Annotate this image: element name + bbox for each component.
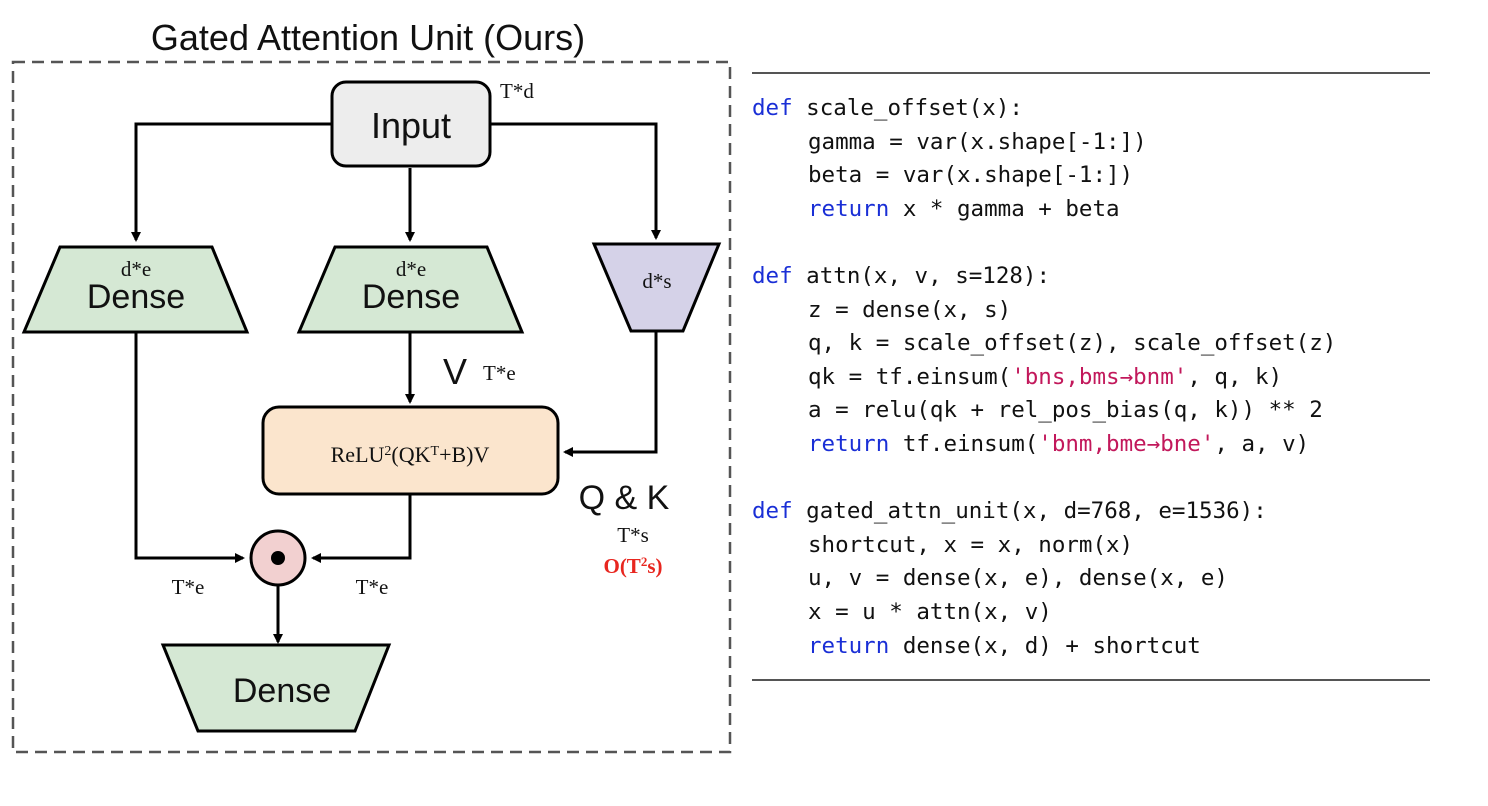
- dense-left-shape: [21, 245, 250, 334]
- relu-formula: ReLU2(QKT+B)V: [331, 442, 490, 467]
- code-line: u, v = dense(x, e), dense(x, e): [752, 562, 1432, 596]
- v-dim-label: T*e: [483, 361, 516, 385]
- code-string: 'bnm,bme→bne': [1038, 430, 1215, 457]
- dense-mid-dim: d*e: [396, 257, 426, 281]
- code-keyword: def: [752, 262, 793, 289]
- input-box: [330, 80, 492, 168]
- dense-bottom-shape: [160, 643, 392, 733]
- multiply-dot-icon: [271, 551, 285, 565]
- input-label: Input: [371, 105, 451, 146]
- dense-mid-label: Dense: [362, 278, 460, 316]
- code-keyword: def: [752, 498, 793, 525]
- arrow-relu-to-mul: [311, 494, 412, 563]
- code-text: shortcut, x = x, norm(x): [808, 531, 1134, 558]
- code-text: attn(x, v, s=128):: [792, 262, 1051, 289]
- code-string: 'bns,bms→bnm': [1011, 363, 1188, 390]
- arrow-qk-to-relu: [563, 332, 658, 457]
- dense-mid-shape: [296, 245, 525, 334]
- code-blank-line: [752, 462, 1432, 496]
- gau-diagram: Gated Attention Unit (Ours) Input T*d d*…: [11, 17, 732, 754]
- code-keyword: return: [808, 632, 890, 659]
- code-line: def scale_offset(x):: [752, 92, 1432, 126]
- input-dim-label: T*d: [500, 79, 534, 103]
- code-line: def attn(x, v, s=128):: [752, 260, 1432, 294]
- code-text: tf.einsum(: [889, 430, 1039, 457]
- code-line: x = u * attn(x, v): [752, 596, 1432, 630]
- dense-left-dim: d*e: [121, 257, 151, 281]
- right-dim-label: T*e: [356, 575, 389, 599]
- code-text: dense(x, d) + shortcut: [889, 632, 1201, 659]
- qk-dim-label: T*s: [617, 523, 649, 547]
- projection-shape: [591, 242, 722, 333]
- code-text: q, k = scale_offset(z), scale_offset(z): [808, 330, 1337, 357]
- pseudocode-panel: def scale_offset(x):gamma = var(x.shape[…: [752, 72, 1432, 682]
- code-blank-line: [752, 226, 1432, 260]
- dense-left-label: Dense: [87, 278, 185, 316]
- arrow-input-to-dense-left: [131, 122, 332, 242]
- code-text: z = dense(x, s): [808, 296, 1012, 323]
- diagram-title: Gated Attention Unit (Ours): [151, 17, 585, 58]
- code-text: gated_attn_unit(x, d=768, e=1536):: [792, 498, 1267, 525]
- code-line: def gated_attn_unit(x, d=768, e=1536):: [752, 495, 1432, 529]
- arrow-dense-left-to-mul: [134, 332, 245, 563]
- complexity-label: O(T2s): [603, 554, 662, 579]
- code-keyword: return: [808, 430, 890, 457]
- code-text: a = relu(qk + rel_pos_bias(q, k)) ** 2: [808, 397, 1323, 424]
- code-line: return tf.einsum('bnm,bme→bne', a, v): [752, 428, 1432, 462]
- code-block: def scale_offset(x):gamma = var(x.shape[…: [752, 74, 1432, 679]
- code-text: scale_offset(x):: [792, 95, 1023, 121]
- left-dim-label: T*e: [172, 575, 205, 599]
- bottom-rule: [752, 679, 1430, 682]
- v-label: V: [443, 351, 467, 392]
- top-rule: [752, 72, 1430, 74]
- code-line: qk = tf.einsum('bns,bms→bnm', q, k): [752, 361, 1432, 395]
- code-text: beta = var(x.shape[-1:]): [808, 162, 1134, 189]
- code-line: a = relu(qk + rel_pos_bias(q, k)) ** 2: [752, 394, 1432, 428]
- code-keyword: return: [808, 195, 890, 222]
- code-line: shortcut, x = x, norm(x): [752, 529, 1432, 563]
- code-line: q, k = scale_offset(z), scale_offset(z): [752, 327, 1432, 361]
- connectors: [131, 122, 661, 644]
- code-keyword: def: [752, 95, 793, 121]
- code-text: u, v = dense(x, e), dense(x, e): [808, 565, 1228, 592]
- code-text: x = u * attn(x, v): [808, 598, 1052, 625]
- code-text: , a, v): [1214, 430, 1310, 457]
- code-line: beta = var(x.shape[-1:]): [752, 159, 1432, 193]
- arrow-input-to-proj: [490, 122, 661, 240]
- projection-dim: d*s: [642, 269, 671, 293]
- dense-bottom-label: Dense: [233, 672, 331, 710]
- code-line: gamma = var(x.shape[-1:]): [752, 126, 1432, 160]
- code-text: x * gamma + beta: [889, 195, 1120, 222]
- code-line: z = dense(x, s): [752, 294, 1432, 328]
- code-line: return dense(x, d) + shortcut: [752, 630, 1432, 664]
- code-text: gamma = var(x.shape[-1:]): [808, 128, 1147, 155]
- relu-box: [261, 405, 560, 496]
- code-line: return x * gamma + beta: [752, 193, 1432, 227]
- qk-label: Q & K: [579, 479, 670, 517]
- code-text: qk = tf.einsum(: [808, 363, 1012, 390]
- code-text: , q, k): [1187, 363, 1283, 390]
